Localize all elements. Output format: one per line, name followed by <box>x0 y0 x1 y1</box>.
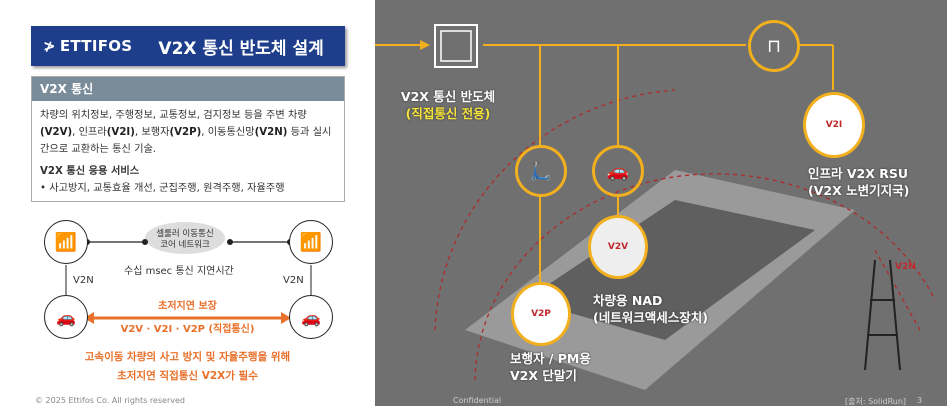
left-panel: ≯ETTIFOS V2X 통신 반도체 설계 V2X 통신 차량의 위치정보, … <box>0 0 375 406</box>
v2v-bubble: V2V <box>588 215 648 279</box>
info-heading: V2X 통신 <box>32 77 344 101</box>
desc-v2i: (V2I) <box>106 127 135 138</box>
page-number: 3 <box>917 396 923 405</box>
tower-node-right: 📶 <box>289 220 333 264</box>
v2x-info-box: V2X 통신 차량의 위치정보, 주행정보, 교통정보, 검지정보 등을 주변 … <box>31 76 345 202</box>
desc-v2v: (V2V) <box>40 127 73 138</box>
scooter-icon: 🛴 <box>529 160 553 182</box>
v2n-label: V2N <box>895 262 916 272</box>
desc-text: , 인프라 <box>72 127 107 138</box>
pedestrian-label: 보행자 / PM용 V2X 단말기 <box>510 350 591 384</box>
cloud-shape <box>145 222 225 254</box>
car-node-right: 🚗 <box>289 295 333 339</box>
ped-line1: 보행자 / PM용 <box>510 351 591 366</box>
desc-text: 등과 실시간으로 교환하는 통신 기술. <box>40 127 332 155</box>
page-title: V2X 통신 반도체 설계 <box>158 38 324 59</box>
cloud-line2: 코어 네트워크 <box>160 240 210 250</box>
car-icon: 🚗 <box>606 160 630 182</box>
desc-text: , 보행자 <box>134 127 170 138</box>
v2p-bubble: V2P <box>511 282 571 346</box>
logo-text: ETTIFOS <box>59 37 133 55</box>
cell-tower <box>864 259 901 371</box>
cloud-line1: 셀룰러 이동통신 <box>156 229 214 239</box>
guarantee-label: 초저지연 보장 <box>158 301 217 312</box>
confidential-label: Confidential <box>453 396 502 405</box>
chip-label: V2X 통신 반도체 (직접통신 전용) <box>393 88 503 122</box>
rsu-label: 인프라 V2X RSU (V2X 노변기지국) <box>808 165 909 199</box>
direct-label: V2V · V2I · V2P (직접통신) <box>120 324 255 335</box>
car-node-left: 🚗 <box>44 295 88 339</box>
desc-text: 차량의 위치정보, 주행정보, 교통정보, 검지정보 등을 주변 차량 <box>40 110 307 121</box>
copyright: © 2025 Ettifos Co. All rights reserved <box>35 396 185 405</box>
tower-icon: 📶 <box>54 231 78 253</box>
network-diagram-lines <box>65 222 312 324</box>
info-description: 차량의 위치정보, 주행정보, 교통정보, 검지정보 등을 주변 차량 (V2V… <box>32 101 344 203</box>
road <box>525 200 815 340</box>
services-list: • 사고방지, 교통효율 개선, 군집주행, 원격주행, 자율주행 <box>40 183 285 194</box>
nad-label: 차량용 NAD (네트워크액세스장치) <box>593 292 708 326</box>
conclusion-line1: 고속이동 차량의 사고 방지 및 자율주행을 위해 <box>84 351 291 363</box>
tower-node-left: 📶 <box>44 220 88 264</box>
latency-label: 수십 msec 통신 지연시간 <box>124 266 234 277</box>
v2n-right-label: V2N <box>283 275 304 286</box>
chip-line1: V2X 통신 반도체 <box>400 89 496 104</box>
title-banner: ≯ETTIFOS V2X 통신 반도체 설계 <box>31 26 345 66</box>
car-icon: 🚗 <box>56 307 76 327</box>
rsu-icon: ⊓ <box>766 35 782 57</box>
chip-line2: (직접통신 전용) <box>405 106 491 121</box>
rsu-line2: (V2X 노변기지국) <box>808 183 910 198</box>
illustration-graphics <box>375 24 936 390</box>
ped-line2: V2X 단말기 <box>510 368 577 383</box>
source-label: [출처: SolidRun] <box>845 397 907 406</box>
car-icon: 🚗 <box>301 307 321 327</box>
ettifos-logo: ≯ETTIFOS <box>43 37 133 55</box>
chip-icon <box>434 24 478 68</box>
rsu-icon-circle: ⊓ <box>748 20 800 72</box>
v2i-bubble: V2I <box>803 92 865 158</box>
desc-v2n: (V2N) <box>254 127 288 138</box>
v2p-label: V2P <box>531 309 551 319</box>
rsu-line1: 인프라 V2X RSU <box>808 166 908 181</box>
nad-line1: 차량용 NAD <box>593 293 663 308</box>
illustration-panel: ⊓ 🛴 🚗 V2I V2V V2P V2N V2X 통신 반도체 (직접통신 전용… <box>375 0 947 406</box>
car-icon-circle: 🚗 <box>592 145 644 197</box>
v2i-label: V2I <box>825 120 843 130</box>
scooter-icon-circle: 🛴 <box>515 145 567 197</box>
v2n-left-label: V2N <box>73 275 94 286</box>
tower-icon: 📶 <box>299 231 323 253</box>
desc-v2p: (V2P) <box>169 127 202 138</box>
nad-line2: (네트워크액세스장치) <box>593 310 708 325</box>
services-title: V2X 통신 응용 서비스 <box>40 166 140 177</box>
desc-text: , 이동통신망 <box>201 127 255 138</box>
v2v-label: V2V <box>607 242 629 252</box>
conclusion-line2: 초저지연 직접통신 V2X가 필수 <box>117 370 258 382</box>
